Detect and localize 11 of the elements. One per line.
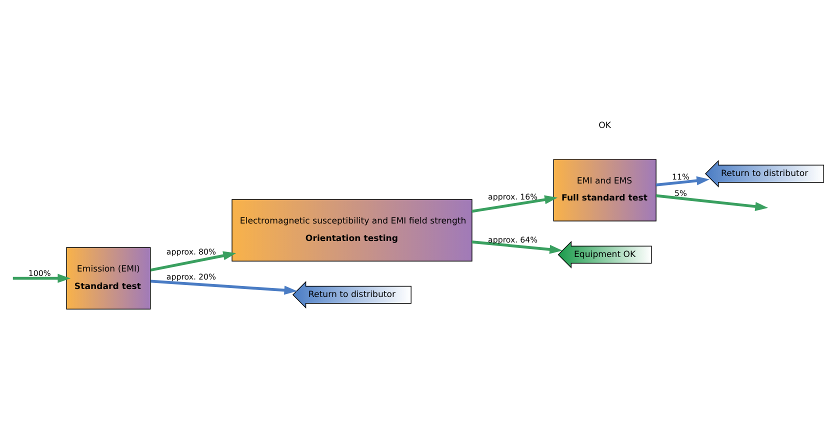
node-box: Emission (EMI) Standard test [66, 247, 151, 310]
label: OK [598, 120, 612, 131]
arrow [656, 176, 710, 186]
arrow [656, 194, 768, 211]
node-box: EMI and EMS Full standard test [553, 159, 656, 222]
arrow [150, 251, 236, 272]
arrow [12, 274, 71, 283]
arrow [150, 280, 298, 295]
node-box: Electromagnetic susceptibility and EMI field strength Orientation testing [232, 199, 472, 262]
arrow [472, 240, 563, 254]
arrow [472, 195, 558, 213]
